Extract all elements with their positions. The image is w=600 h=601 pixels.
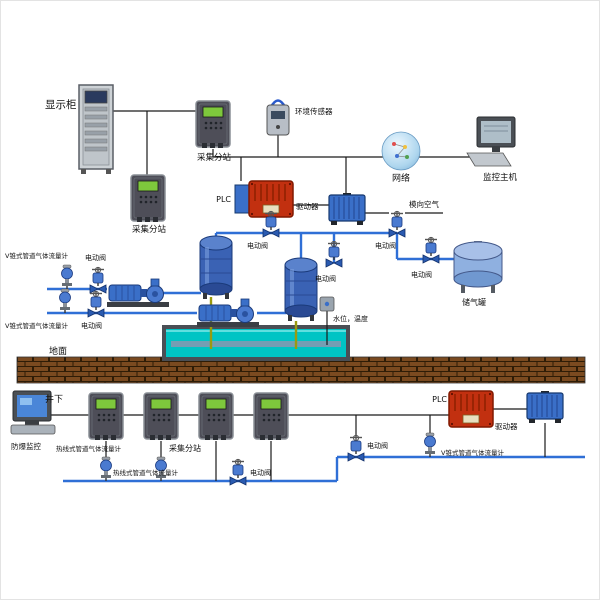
electric-valve-label: 电动阀 bbox=[367, 441, 388, 450]
env-sensor-label: 环境传感器 bbox=[295, 106, 333, 116]
display-cabinet-label: 显示柜 bbox=[45, 98, 77, 111]
electric-valve-label: 电动阀 bbox=[81, 321, 102, 330]
flowmeter-icon bbox=[423, 432, 437, 458]
electric-valve-icon bbox=[89, 266, 107, 294]
brick-ground-icon bbox=[16, 356, 586, 384]
explosionproof-box-icon bbox=[448, 390, 494, 428]
level-temp-sensor-icon bbox=[319, 296, 335, 312]
computer-icon bbox=[466, 116, 516, 167]
pump-icon bbox=[196, 298, 260, 328]
electric-valve-label: 电动阀 bbox=[315, 274, 336, 283]
gas-tank-label: 储气罐 bbox=[462, 297, 486, 307]
explosionproof-monitor-icon bbox=[10, 390, 56, 435]
plc-label: PLC bbox=[432, 395, 447, 404]
electric-valve-icon bbox=[325, 240, 343, 268]
hotwire-flowmeter-label: 热线式管道气体流量计 bbox=[113, 468, 179, 477]
explosionproof-monitor-label: 防爆监控 bbox=[11, 441, 41, 451]
ground-label: 地面 bbox=[49, 345, 67, 357]
env-sensor-icon bbox=[266, 99, 290, 136]
driver-box-icon bbox=[328, 192, 366, 226]
electric-valve-icon bbox=[347, 434, 365, 462]
underground-label: 井下 bbox=[45, 393, 63, 405]
flowmeter-icon bbox=[99, 456, 113, 482]
flowmeter-icon bbox=[58, 288, 72, 314]
driver-box-icon bbox=[526, 390, 564, 424]
electric-valve-icon bbox=[388, 210, 406, 238]
water-level-temp-label: 水位，温度 bbox=[333, 314, 368, 323]
substation-icon bbox=[88, 392, 124, 441]
hotwire-flowmeter-label: 热线式管道气体流量计 bbox=[56, 444, 122, 453]
electric-valve-label: 电动阀 bbox=[250, 468, 271, 477]
flowmeter-icon bbox=[60, 264, 74, 290]
driver-label: 驱动器 bbox=[495, 421, 518, 431]
tank-icon bbox=[199, 235, 233, 300]
substation-label: 采集分站 bbox=[132, 224, 167, 235]
network-globe-icon bbox=[381, 131, 421, 171]
gas-tank-icon bbox=[453, 240, 503, 294]
substation-icon bbox=[198, 392, 234, 441]
electric-valve-icon bbox=[229, 458, 247, 486]
substation-label: 采集分站 bbox=[169, 443, 201, 453]
network-label: 网络 bbox=[392, 172, 410, 184]
vcone-flowmeter-label: V锥式管道气体流量计 bbox=[5, 251, 68, 260]
electric-valve-label: 电动阀 bbox=[411, 270, 432, 279]
lateral-air-label: 模向空气 bbox=[409, 199, 439, 209]
electric-valve-icon bbox=[422, 236, 440, 264]
substation-icon bbox=[143, 392, 179, 441]
substation-icon bbox=[130, 174, 166, 223]
substation-label: 采集分站 bbox=[197, 152, 232, 163]
electric-valve-icon bbox=[87, 290, 105, 318]
plc-label: PLC bbox=[216, 195, 231, 204]
tank-icon bbox=[284, 257, 318, 322]
substation-icon bbox=[195, 100, 231, 149]
pump-icon bbox=[106, 278, 170, 308]
vcone-flowmeter-label: V锥式管道气体流量计 bbox=[441, 448, 504, 457]
electric-valve-label: 电动阀 bbox=[247, 241, 268, 250]
electric-valve-label: 电动阀 bbox=[85, 253, 106, 262]
monitor-host-label: 监控主机 bbox=[483, 172, 518, 183]
display-cabinet-icon bbox=[78, 84, 114, 174]
substation-icon bbox=[253, 392, 289, 441]
electric-valve-label: 电动阀 bbox=[375, 241, 396, 250]
signal-lines bbox=[51, 110, 546, 481]
vcone-flowmeter-label: V锥式管道气体流量计 bbox=[5, 321, 68, 330]
driver-label: 驱动器 bbox=[296, 201, 319, 211]
water-pool-icon bbox=[162, 325, 350, 361]
